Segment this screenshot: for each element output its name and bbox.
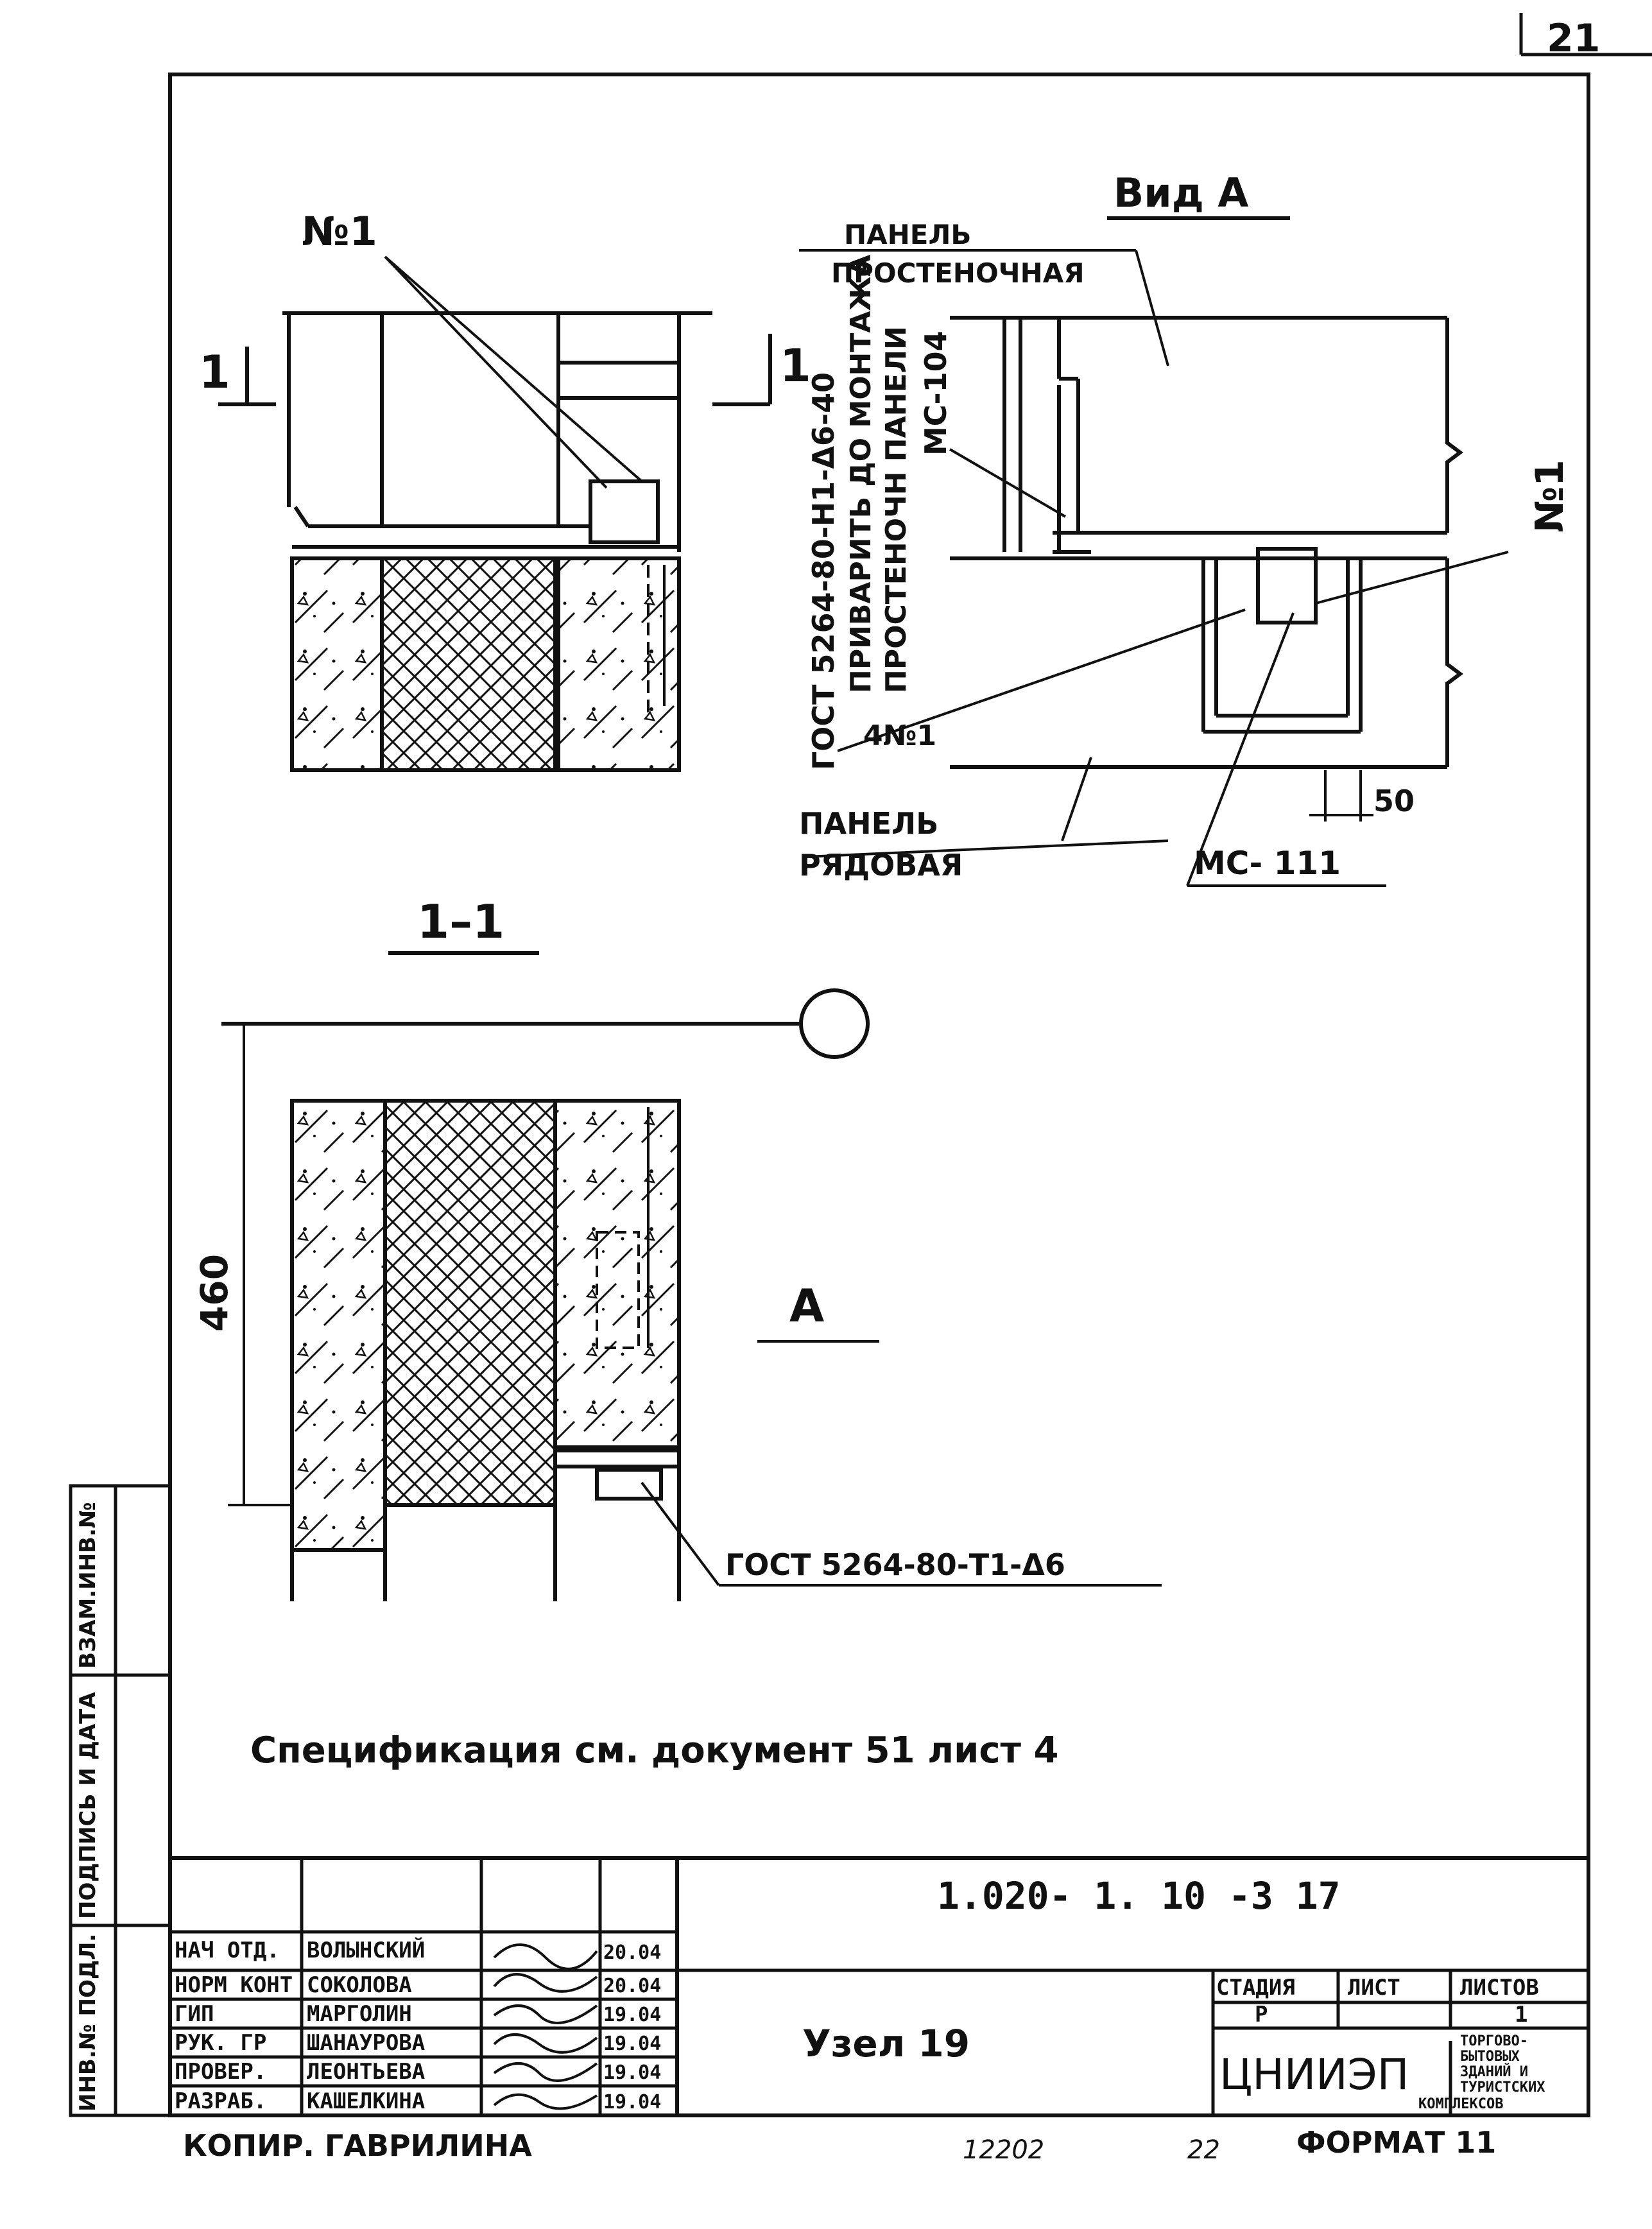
side-stamp <box>69 1484 172 2117</box>
stage-value: Р <box>1255 2002 1268 2027</box>
footer-archive: 12202 <box>963 2135 1045 2165</box>
stage-label: СТАДИЯ <box>1216 1975 1295 2001</box>
date-cell: 19.04 <box>603 2033 662 2055</box>
view-a-n1-bottom: 4№1 <box>863 719 937 752</box>
role-cell: РУК. ГР <box>175 2030 267 2056</box>
view-a-panel-wall-1: ПАНЕЛЬ <box>844 219 972 250</box>
sheet-number: 21 <box>1547 16 1601 61</box>
view-a-weld-note-3: ПРОСТЕНОЧН ПАНЕЛИ <box>880 326 913 693</box>
org-desc-2: БЫТОВЫХ <box>1460 2049 1520 2065</box>
section-dim-460: 460 <box>193 1253 236 1332</box>
plan-n1-label: №1 <box>302 208 377 255</box>
plan-cut-mark-right: 1 <box>780 340 811 392</box>
side-stamp-sign-date: ПОДПИСЬ И ДАТА <box>75 1692 101 1919</box>
org-desc-5: КОМПЛЕКСОВ <box>1418 2096 1504 2112</box>
section-weld-note: ГОСТ 5264-80-Т1-Δ6 <box>725 1547 1065 1582</box>
role-cell: ГИП <box>175 2001 214 2027</box>
name-cell: КАШЕЛКИНА <box>307 2088 426 2114</box>
section-title: 1–1 <box>417 895 505 949</box>
node-title: Узел 19 <box>802 2022 970 2065</box>
date-cell: 20.04 <box>603 1975 662 1997</box>
view-a-mc104: МС-104 <box>918 331 953 456</box>
role-cell: НАЧ ОТД. <box>175 1938 280 1963</box>
org-desc-1: ТОРГОВО- <box>1460 2033 1528 2049</box>
view-a-panel-row-2: РЯДОВАЯ <box>799 848 963 882</box>
name-cell: ШАНАУРОВА <box>307 2030 426 2056</box>
view-a <box>799 216 1509 887</box>
footer-archive-2: 22 <box>1187 2135 1220 2165</box>
plan-cut-mark-left: 1 <box>199 346 230 399</box>
sheet-frame <box>168 13 1652 2117</box>
spec-note: Спецификация см. документ 51 лист 4 <box>250 1730 1059 1771</box>
view-a-dim-50: 50 <box>1373 784 1415 818</box>
org-desc-4: ТУРИСТСКИХ <box>1460 2079 1545 2096</box>
date-cell: 19.04 <box>603 2061 662 2084</box>
name-cell: ВОЛЫНСКИЙ <box>307 1938 426 1963</box>
date-cell: 19.04 <box>603 2004 662 2026</box>
side-stamp-replace-inv: ВЗАМ.ИНВ.№ <box>75 1502 101 1669</box>
name-cell: ЛЕОНТЬЕВА <box>307 2059 426 2085</box>
view-a-n1-right: №1 <box>1527 460 1572 533</box>
title-block-grid <box>170 1856 1588 2115</box>
name-cell: МАРГОЛИН <box>307 2001 412 2027</box>
view-a-weld-note-2: ПРИВАРИТЬ ДО МОНТАЖА <box>845 254 877 693</box>
org-name: ЦНИИЭП <box>1219 2050 1409 2099</box>
role-cell: РАЗРАБ. <box>175 2088 267 2114</box>
role-cell: НОРМ КОНТ <box>175 1972 293 1998</box>
section-arrow-a: А <box>789 1280 825 1332</box>
role-cell: ПРОВЕР. <box>175 2059 267 2085</box>
plan-view <box>218 255 772 772</box>
name-cell: СОКОЛОВА <box>307 1972 412 1998</box>
date-cell: 19.04 <box>603 2091 662 2113</box>
view-a-weld-note: ГОСТ 5264-80-Н1-Δ6-40 <box>806 372 841 770</box>
sheets-label: ЛИСТОВ <box>1460 1975 1539 2001</box>
section-1-1 <box>221 951 1162 1601</box>
footer-format: ФОРМАТ 11 <box>1296 2125 1497 2160</box>
side-stamp-inv-orig: ИНВ.№ ПОДЛ. <box>75 1933 101 2112</box>
footer-copied-by: КОПИР. ГАВРИЛИНА <box>183 2128 532 2163</box>
view-a-title: Вид А <box>1114 169 1249 216</box>
doc-code: 1.020- 1. 10 -3 17 <box>937 1874 1341 1918</box>
view-a-panel-row-1: ПАНЕЛЬ <box>799 806 939 841</box>
sheet-label: ЛИСТ <box>1348 1975 1400 2001</box>
date-cell: 20.04 <box>603 1941 662 1964</box>
sheets-value: 1 <box>1515 2002 1528 2027</box>
org-desc-3: ЗДАНИЙ И <box>1460 2064 1528 2080</box>
view-a-mc111: МС- 111 <box>1194 845 1341 882</box>
view-a-panel-wall-2: ПРОСТЕНОЧНАЯ <box>831 257 1085 289</box>
